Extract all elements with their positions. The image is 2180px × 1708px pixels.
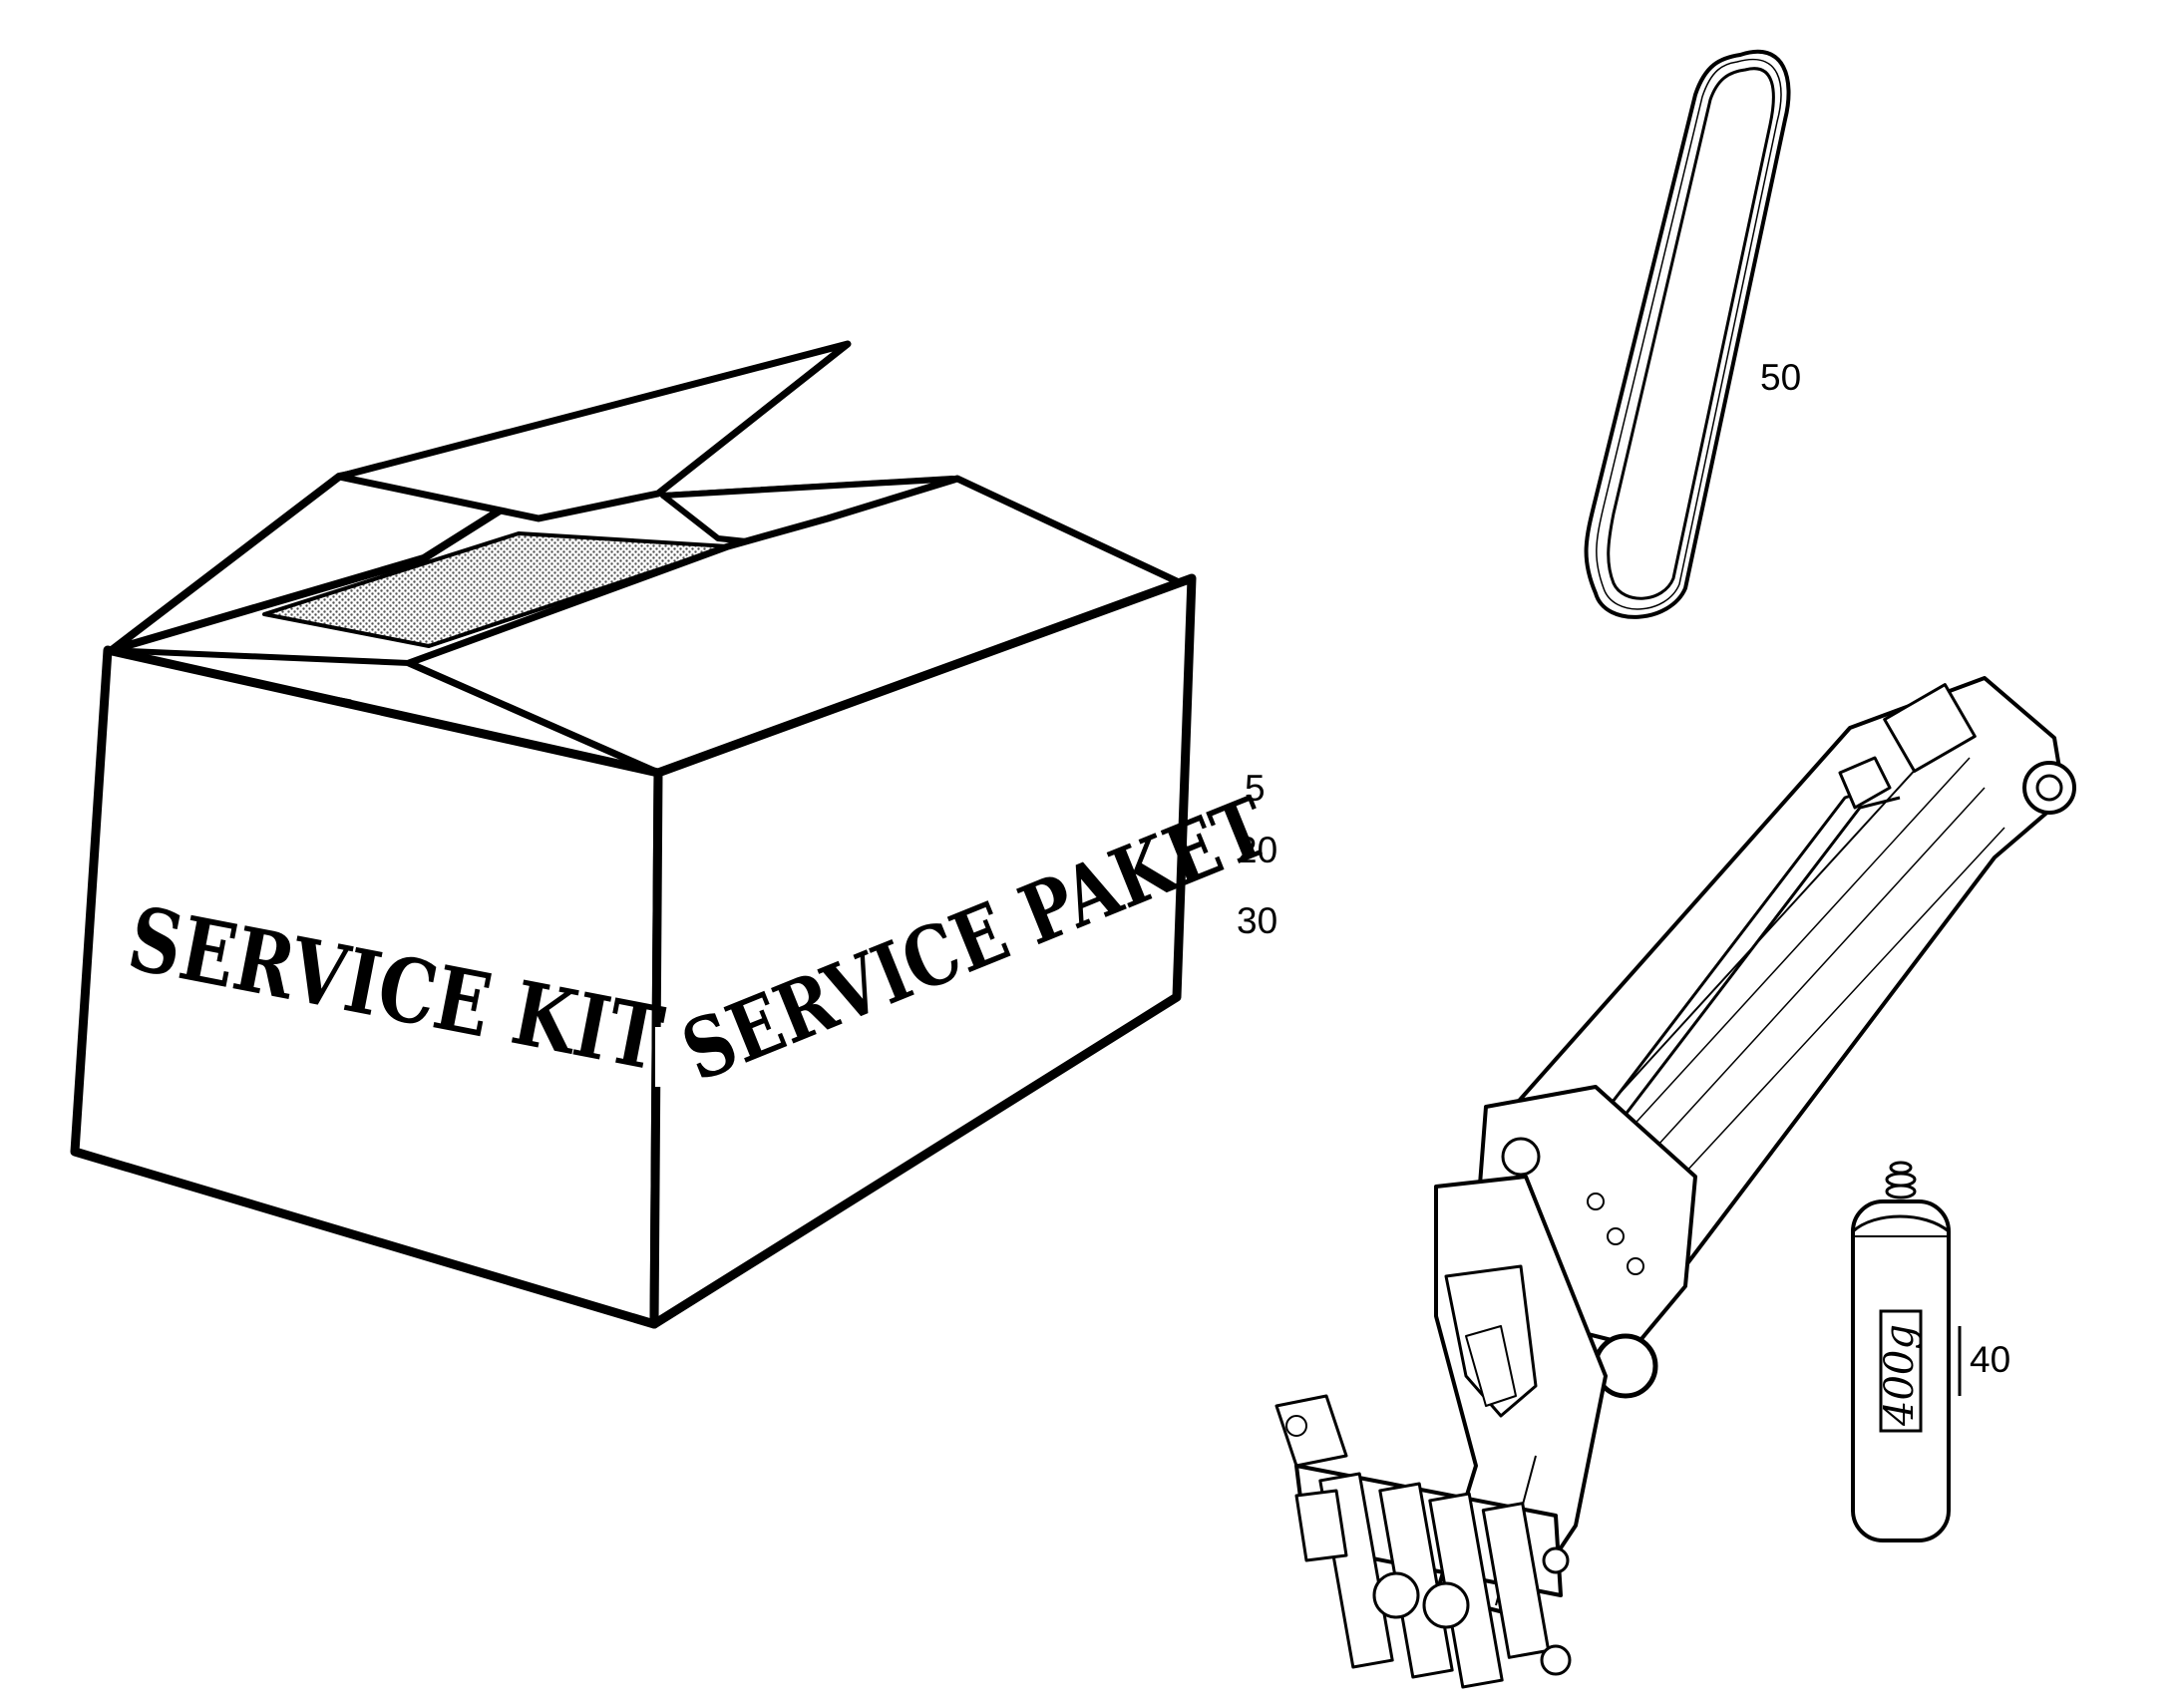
callout-20: 20 [1237,830,1278,870]
drive-belt [1584,49,1791,619]
box-flap-back [335,340,852,522]
excavator-boom [1274,676,2076,1689]
box-face-right [649,573,1197,1329]
callout-5: 5 [1245,768,1266,809]
callout-30: 30 [1237,900,1278,941]
callout-40: 40 [1970,1339,2011,1380]
cartridge-label: 400g [1877,1324,1923,1427]
grease-cartridge: 400g [1851,1161,1962,1542]
callout-50: 50 [1760,357,1802,398]
service-kit-box: SERVICE KIT SERVICE PAKET [70,340,1281,1329]
boom-coupler [1274,1394,1572,1689]
